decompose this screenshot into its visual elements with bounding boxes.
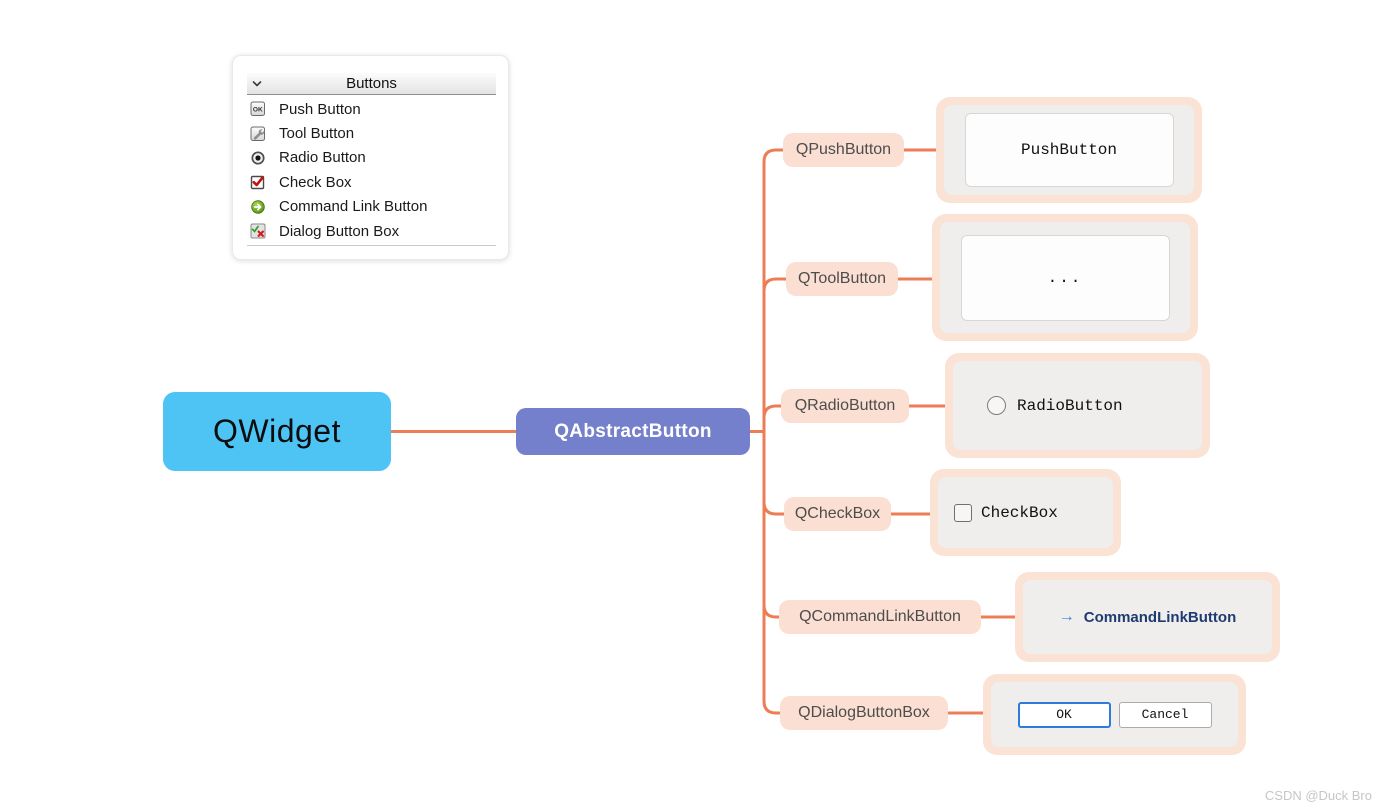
widget-item-radio-button[interactable]: Radio Button — [247, 146, 496, 170]
buttons-category-header[interactable]: Buttons — [247, 73, 496, 95]
widget-item-label: Push Button — [279, 100, 361, 118]
widget-list: OK Push Button Tool Button — [247, 95, 496, 247]
mock-checkbox-label: CheckBox — [981, 503, 1058, 522]
preview-panel: OK Cancel — [991, 682, 1238, 747]
widget-item-push-button[interactable]: OK Push Button — [247, 97, 496, 121]
mock-ok-button: OK — [1017, 701, 1111, 728]
command-link-arrow-icon: → — [1058, 608, 1075, 625]
node-qwidget[interactable]: QWidget — [163, 392, 391, 471]
widget-item-label: Dialog Button Box — [279, 222, 400, 240]
preview-radiobutton[interactable]: RadioButton — [945, 353, 1210, 458]
mock-tool-button: ... — [960, 234, 1170, 321]
checkbox-square-icon — [954, 503, 972, 522]
mock-cancel-button: Cancel — [1118, 701, 1212, 728]
widget-item-dialog-button-box[interactable]: Dialog Button Box — [247, 219, 496, 243]
preview-panel: → CommandLinkButton — [1023, 580, 1272, 654]
node-qpushbutton[interactable]: QPushButton — [783, 133, 904, 167]
preview-panel: PushButton — [944, 105, 1194, 195]
push-button-icon: OK — [250, 101, 266, 117]
widget-item-tool-button[interactable]: Tool Button — [247, 121, 496, 145]
dialog-button-box-icon — [250, 223, 266, 239]
node-qcheckbox[interactable]: QCheckBox — [784, 497, 891, 531]
command-link-icon — [250, 199, 266, 215]
category-label: Buttons — [346, 75, 397, 92]
preview-panel: RadioButton — [953, 361, 1202, 450]
widget-item-label: Check Box — [279, 173, 352, 191]
mock-push-button: PushButton — [964, 113, 1174, 187]
check-box-icon — [250, 174, 266, 190]
node-qradiobutton[interactable]: QRadioButton — [781, 389, 909, 423]
preview-pushbutton[interactable]: PushButton — [936, 97, 1202, 203]
chevron-down-icon[interactable] — [251, 78, 263, 90]
preview-dialogbuttonbox[interactable]: OK Cancel — [983, 674, 1246, 755]
widget-item-label: Radio Button — [279, 149, 366, 167]
mock-command-link-label: CommandLinkButton — [1083, 608, 1237, 626]
preview-panel: ... — [940, 222, 1190, 333]
preview-checkbox[interactable]: CheckBox — [930, 469, 1121, 556]
node-qdialogbuttonbox[interactable]: QDialogButtonBox — [780, 696, 948, 730]
watermark: CSDN @Duck Bro — [1264, 788, 1372, 803]
node-qcommandlinkbutton[interactable]: QCommandLinkButton — [779, 600, 981, 634]
widget-item-check-box[interactable]: Check Box — [247, 170, 496, 194]
node-qtoolbutton[interactable]: QToolButton — [786, 262, 898, 296]
preview-commandlinkbutton[interactable]: → CommandLinkButton — [1015, 572, 1280, 662]
widget-item-label: Command Link Button — [279, 198, 428, 216]
node-qabstractbutton[interactable]: QAbstractButton — [516, 408, 750, 455]
widget-item-label: Tool Button — [279, 125, 355, 143]
svg-text:OK: OK — [253, 107, 263, 114]
widget-item-command-link-button[interactable]: Command Link Button — [247, 195, 496, 219]
radio-circle-icon — [987, 396, 1006, 415]
radio-button-icon — [250, 150, 266, 166]
widget-box-panel: Buttons OK Push Button — [232, 55, 509, 260]
mock-radio-label: RadioButton — [1017, 396, 1123, 415]
preview-toolbutton[interactable]: ... — [932, 214, 1198, 341]
preview-panel: CheckBox — [938, 477, 1113, 548]
tool-button-icon — [250, 126, 266, 142]
